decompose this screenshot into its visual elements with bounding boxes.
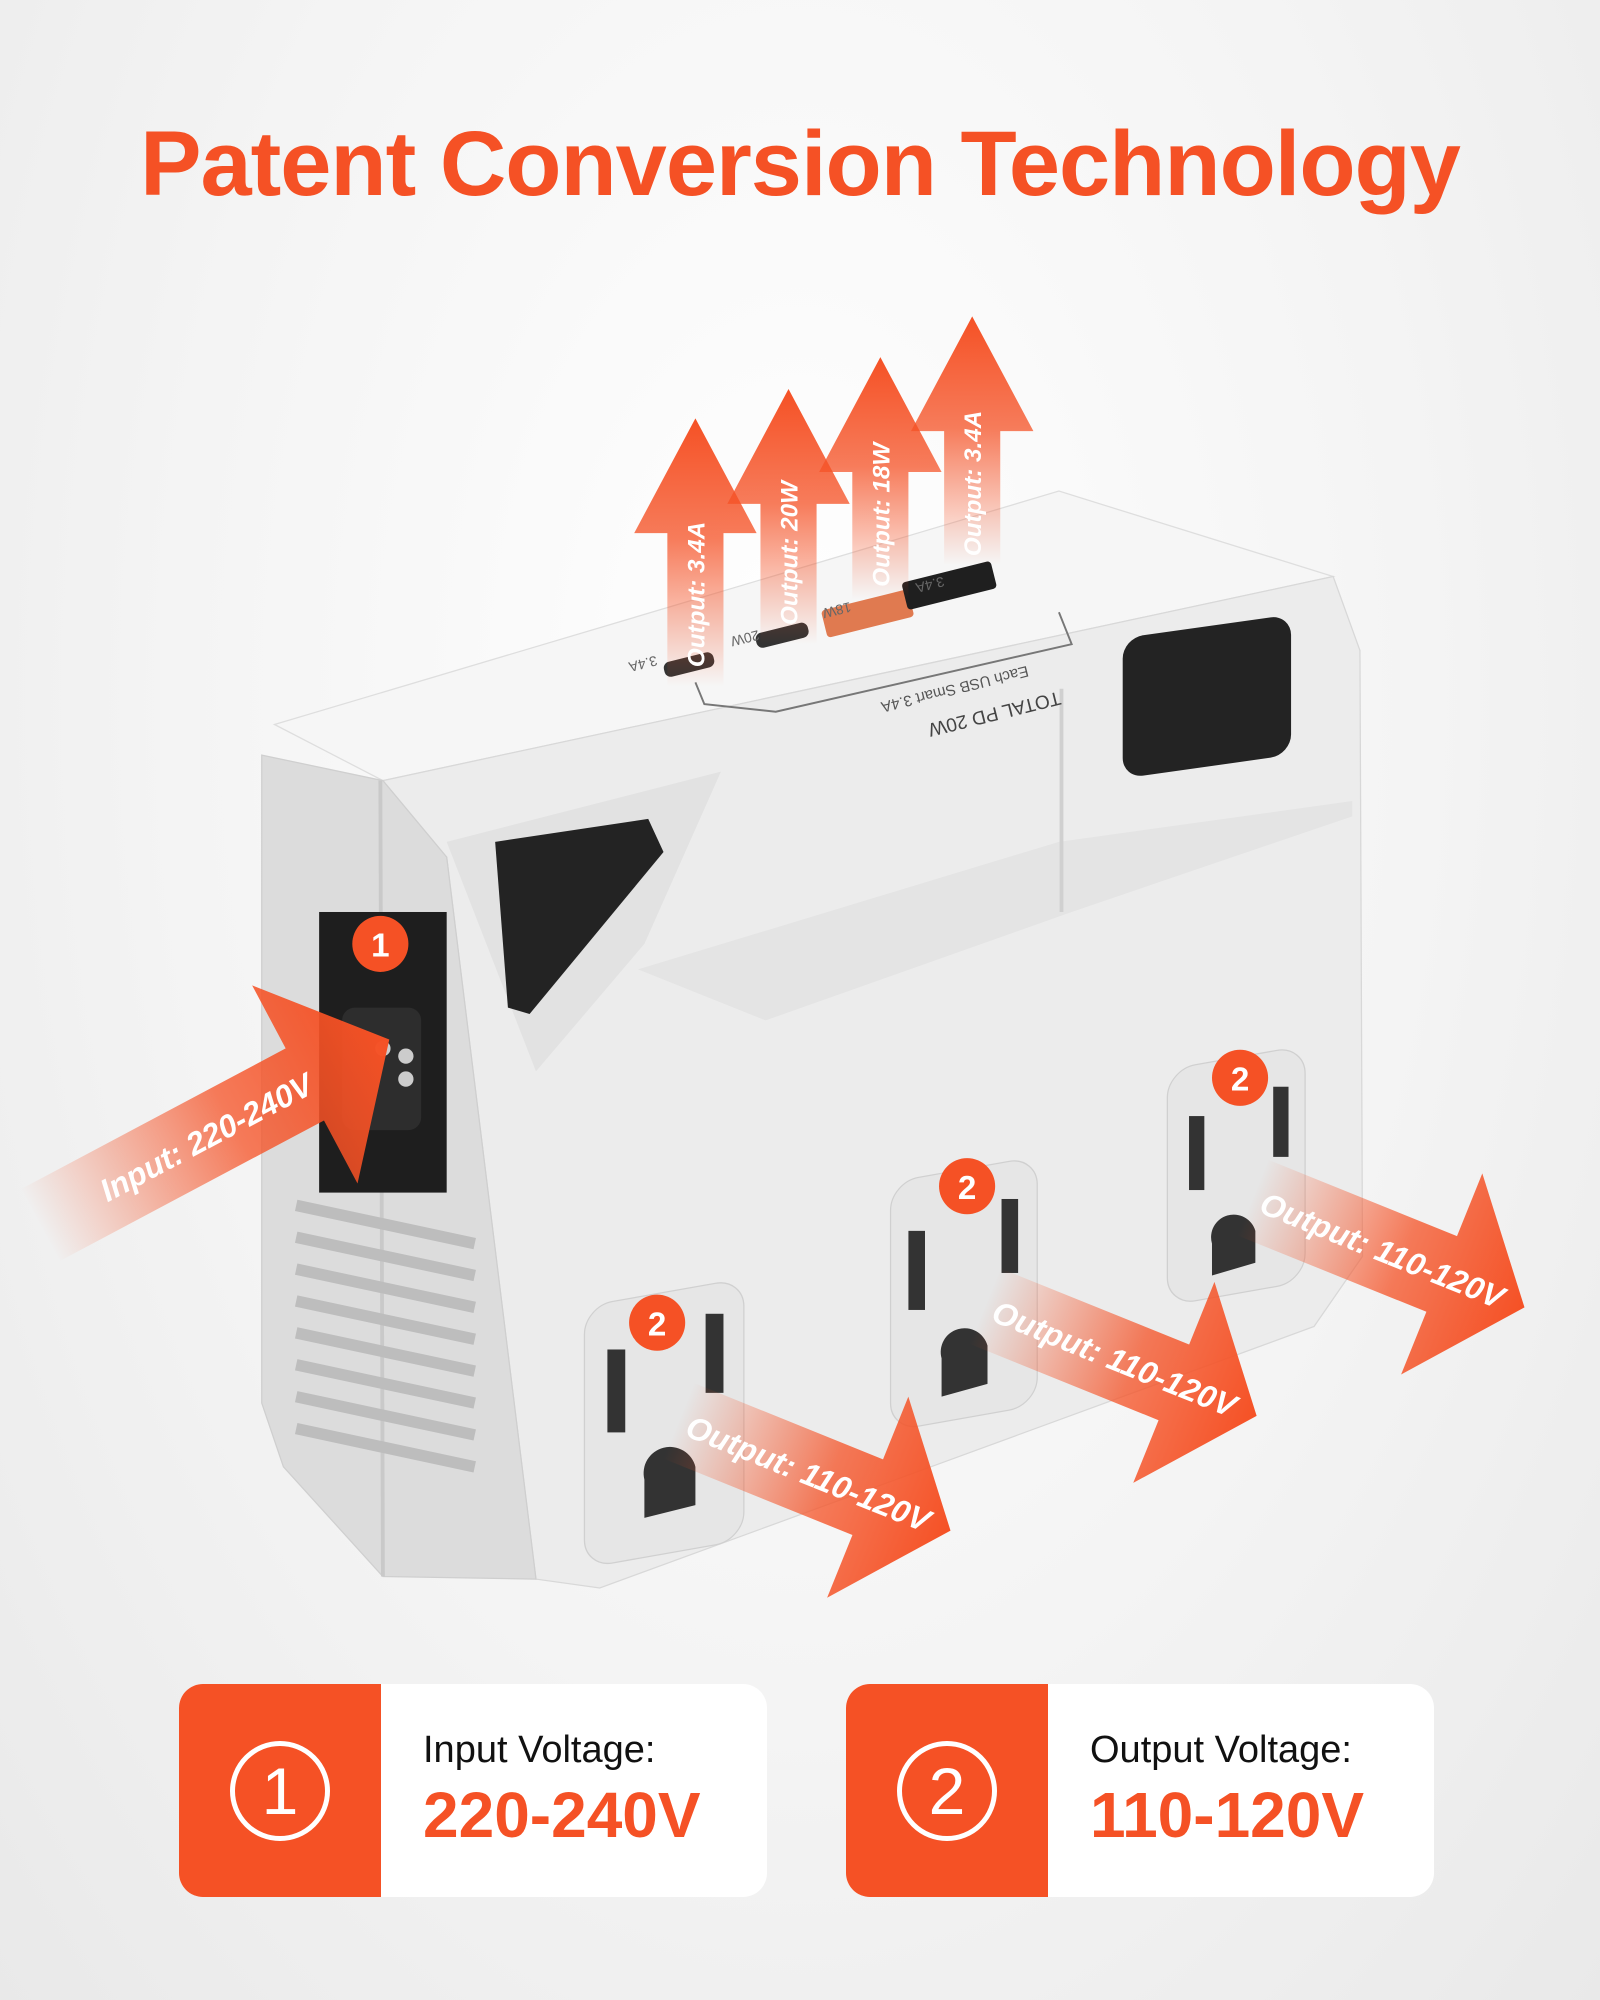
circled-number-1: 1 bbox=[230, 1740, 330, 1841]
card-number-block: 2 bbox=[846, 1684, 1048, 1897]
card-label: Output Voltage: bbox=[1090, 1729, 1352, 1771]
usb-output-arrow-2: Output: 20W bbox=[727, 389, 850, 645]
card-label: Input Voltage: bbox=[423, 1729, 656, 1771]
display-panel bbox=[1122, 617, 1292, 776]
output-voltage-card: 2 Output Voltage: 110-120V bbox=[846, 1684, 1434, 1897]
output-badge-2: 2 bbox=[939, 1158, 996, 1215]
circled-number-2: 2 bbox=[897, 1740, 997, 1841]
svg-text:Output: 20W: Output: 20W bbox=[776, 479, 803, 625]
usb-output-arrow-4: Output: 3.4A bbox=[910, 316, 1034, 566]
svg-text:2: 2 bbox=[1231, 1062, 1249, 1099]
svg-text:1: 1 bbox=[371, 928, 389, 965]
card-number-block: 1 bbox=[179, 1684, 381, 1897]
svg-text:2: 2 bbox=[958, 1170, 976, 1207]
port-label-1: 3.4A bbox=[627, 653, 659, 676]
ac-outlet-2 bbox=[889, 1160, 1038, 1428]
port-label-4: 3.4A bbox=[914, 574, 946, 597]
port-label-3: 18W bbox=[820, 599, 853, 622]
svg-text:Output: 3.4A: Output: 3.4A bbox=[683, 522, 710, 667]
dark-triangle-panel bbox=[495, 818, 664, 1015]
vent-grille bbox=[294, 1199, 476, 1473]
card-value: 220-240V bbox=[423, 1779, 701, 1851]
svg-text:2: 2 bbox=[648, 1306, 666, 1343]
svg-text:Output: 18W: Output: 18W bbox=[868, 441, 895, 587]
input-badge: 1 bbox=[352, 915, 409, 972]
svg-text:Output: 3.4A: Output: 3.4A bbox=[960, 411, 987, 556]
input-voltage-card: 1 Input Voltage: 220-240V bbox=[179, 1684, 767, 1897]
output-badge-3: 2 bbox=[1211, 1049, 1269, 1106]
output-badge-1: 2 bbox=[629, 1294, 686, 1351]
usb-output-arrow-1: Output: 3.4A bbox=[634, 418, 757, 687]
page-title: Patent Conversion Technology bbox=[140, 113, 1461, 215]
card-value: 110-120V bbox=[1090, 1779, 1365, 1851]
port-label-2: 20W bbox=[728, 627, 761, 650]
usb-output-arrow-3: Output: 18W bbox=[819, 357, 942, 600]
